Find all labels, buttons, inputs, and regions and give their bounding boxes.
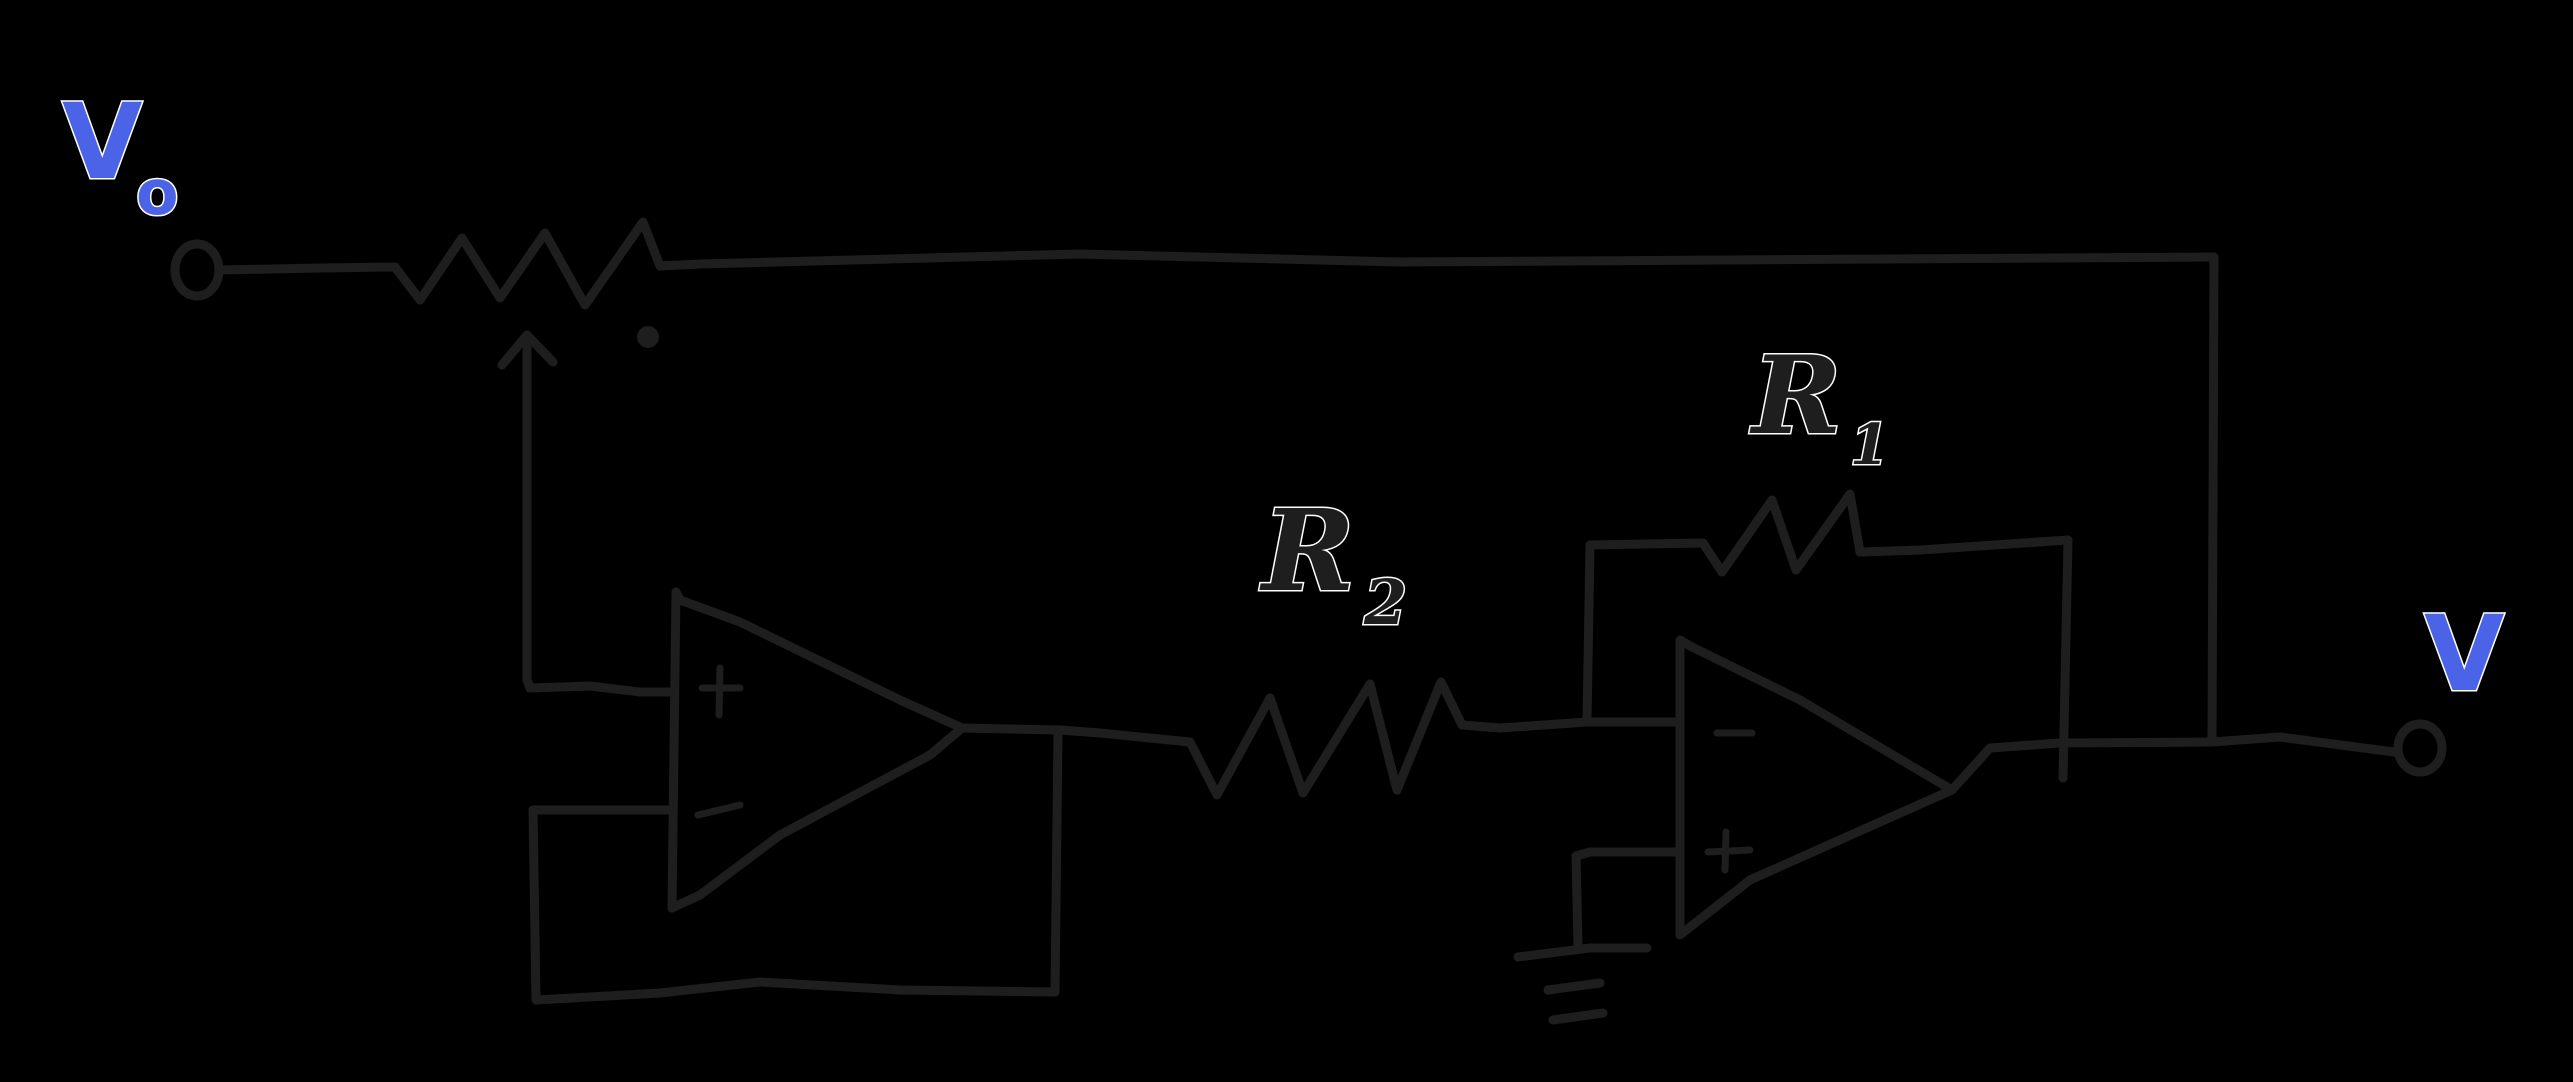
junction-dot <box>637 326 659 348</box>
output-voltage-label: V <box>2423 592 2507 717</box>
wiper-arrow <box>497 330 558 685</box>
ground-symbol <box>1513 943 1652 1025</box>
inverting-plus-sign <box>1704 828 1754 874</box>
label-vo-sub: o <box>136 156 179 229</box>
opamp-buffer <box>667 587 967 913</box>
buffer-minus-sign <box>694 801 744 819</box>
label-r1-sub: 1 <box>1850 412 1889 478</box>
r2-resistor <box>957 677 1681 800</box>
label-r2-main: R <box>1259 486 1355 617</box>
input-voltage-label: V o <box>61 80 181 231</box>
r1-label: R 1 <box>1748 332 1891 480</box>
r1-resistor <box>1582 489 2073 783</box>
label-v-out: V <box>2424 593 2505 715</box>
buffer-minus-feedback-wire <box>528 730 1063 1005</box>
ground-wire <box>1571 847 1681 950</box>
opamp-inverting <box>1675 635 1957 940</box>
buffer-plus-input-wire <box>522 675 677 697</box>
label-r1-main: R <box>1749 333 1842 459</box>
feedback-wire <box>2207 252 2219 747</box>
r2-label: R 2 <box>1258 485 1409 641</box>
output-wire <box>1947 732 2399 795</box>
label-r2-sub: 2 <box>1363 566 1407 639</box>
output-terminal <box>2393 719 2447 777</box>
buffer-plus-sign <box>698 664 744 719</box>
potentiometer <box>215 217 2217 310</box>
label-vo-main: V <box>62 81 143 203</box>
